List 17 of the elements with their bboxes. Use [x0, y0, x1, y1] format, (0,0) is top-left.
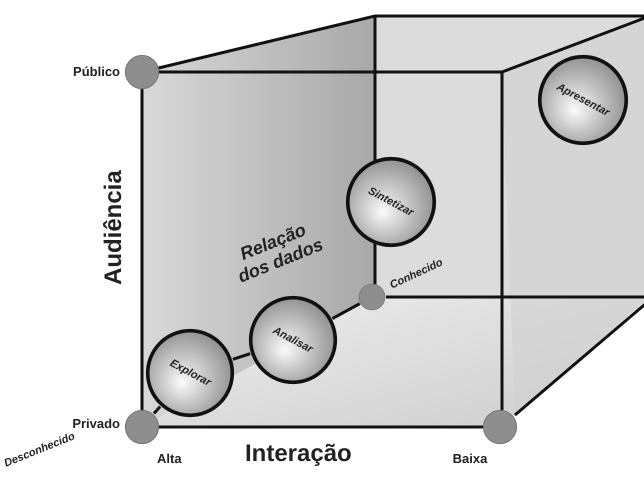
axis-title: Interação [245, 440, 352, 468]
corner-sphere [124, 54, 160, 90]
corner-label: Público [72, 64, 120, 79]
corner-sphere [482, 409, 518, 445]
corner-label: Privado [71, 416, 120, 431]
axis-label: Alta [157, 451, 182, 466]
corner-sphere [124, 409, 160, 445]
sphere-node [248, 295, 338, 385]
sphere-node [537, 54, 629, 146]
sphere-node [145, 328, 235, 418]
connector-line [332, 302, 360, 320]
corner-sphere [358, 283, 386, 311]
corner-label: Baixa [452, 451, 488, 466]
connector-line [152, 406, 162, 415]
axis-title: Audiência [100, 170, 128, 285]
sphere-node [345, 156, 437, 248]
connector-line [232, 352, 251, 361]
